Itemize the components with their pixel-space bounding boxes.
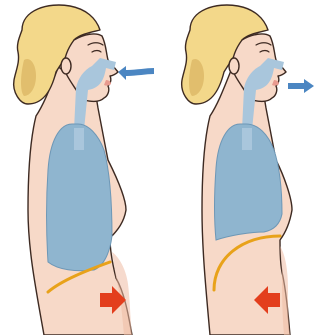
arrow-right-icon	[288, 79, 314, 93]
panel-exhale	[182, 5, 292, 335]
bronchus-exhale	[242, 128, 252, 150]
ear-exhale	[229, 58, 239, 74]
ear-inhale	[61, 58, 71, 74]
panel-inhale	[14, 5, 132, 335]
arrow-left-icon	[118, 66, 154, 80]
bronchus-inhale	[74, 128, 84, 150]
arrow-air-out	[288, 79, 314, 93]
arrow-air-in	[118, 66, 154, 80]
